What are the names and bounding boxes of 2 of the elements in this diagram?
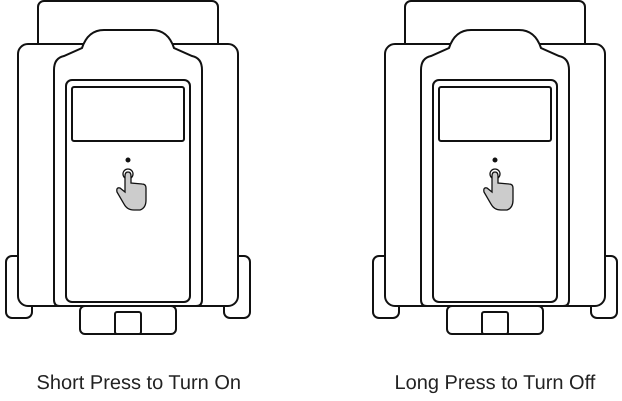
caption: Short Press to Turn On (36, 372, 242, 395)
caption: Long Press to Turn Off (394, 372, 596, 395)
